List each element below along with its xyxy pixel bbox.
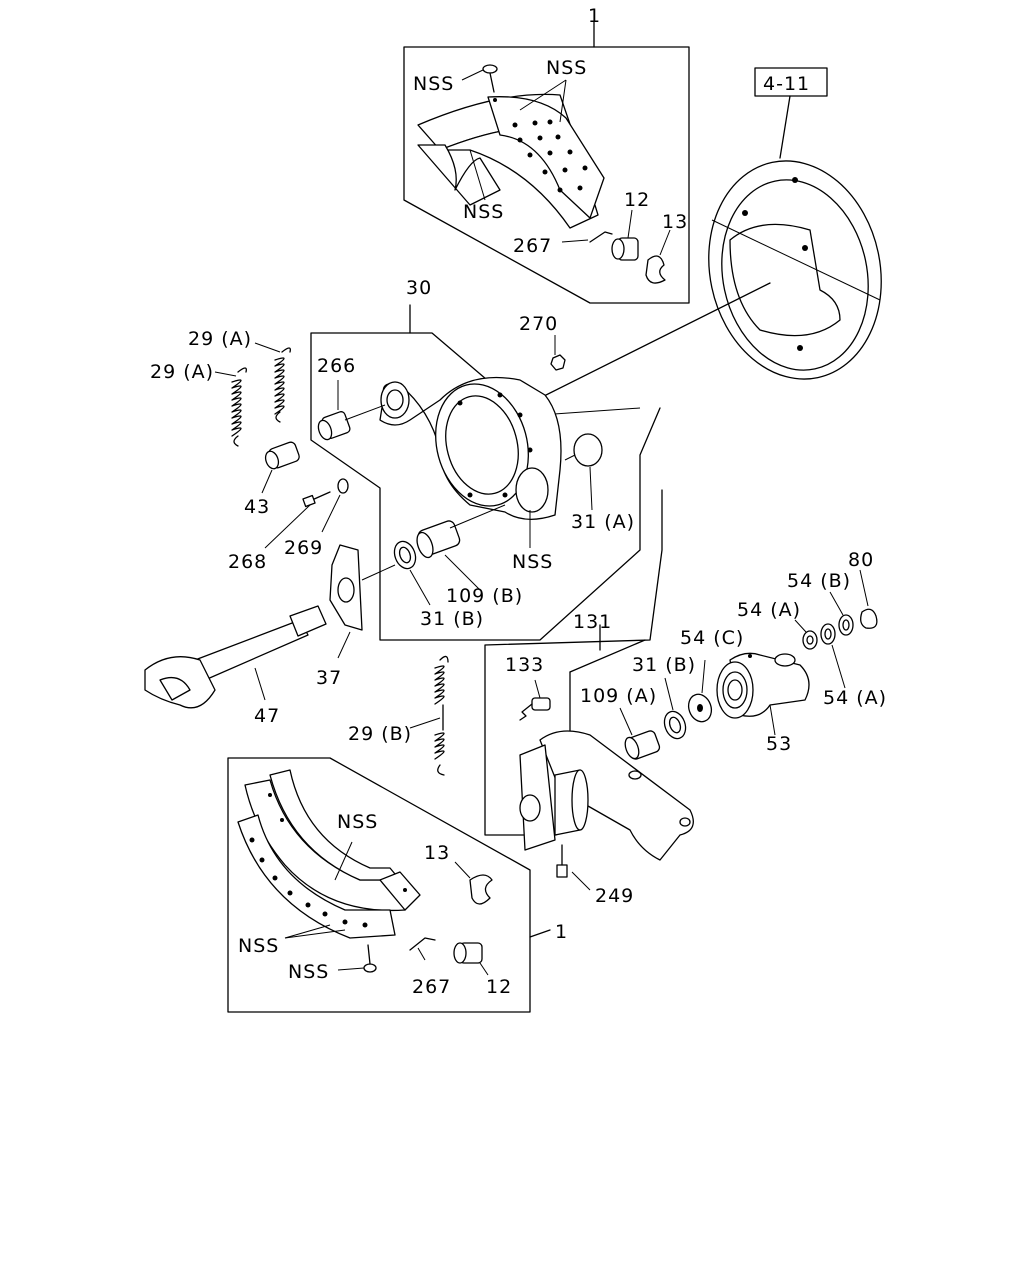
label-109a: 109 (A) (580, 685, 657, 707)
return-spring-29b (434, 655, 449, 776)
plug-31a (573, 433, 603, 467)
top-roller-12 (611, 237, 639, 261)
label-54a-lower: 54 (A) (823, 687, 887, 709)
bottom-shoe-kit-group (227, 757, 551, 1013)
label-54c: 54 (C) (680, 627, 744, 649)
return-spring-29a-left (231, 367, 247, 447)
label-43: 43 (244, 496, 270, 518)
label-13-top: 13 (662, 211, 688, 233)
label-nss-shoe-top: NSS (463, 201, 504, 223)
top-pin-267 (589, 231, 613, 243)
washer-54a-lower (820, 623, 836, 645)
bottom-clip-13 (469, 874, 493, 905)
grease-fitting-249 (556, 844, 568, 878)
camshaft-47 (144, 605, 327, 709)
label-133: 133 (505, 654, 544, 676)
top-brake-shoe (417, 93, 605, 229)
label-268: 268 (228, 551, 267, 573)
reference-box-label: 4-11 (763, 73, 810, 95)
label-nss-spider: NSS (512, 551, 553, 573)
label-47: 47 (254, 705, 280, 727)
seal-31b-right (663, 710, 687, 740)
label-31a: 31 (A) (571, 511, 635, 533)
label-29b: 29 (B) (348, 723, 412, 745)
top-clip-13 (645, 255, 666, 284)
washer-54a-upper (802, 630, 818, 650)
bottom-lining-bolt (363, 944, 377, 973)
label-12-top: 12 (624, 189, 650, 211)
label-29a-lower: 29 (A) (150, 361, 214, 383)
ref-box-frame (754, 67, 828, 97)
top-shoe-kit-group (403, 21, 690, 304)
label-31b-right: 31 (B) (632, 654, 696, 676)
bushing-266 (317, 411, 351, 441)
bolt-133 (519, 697, 551, 721)
label-nss-bolt-bottom: NSS (288, 961, 329, 983)
label-nss-lining-bottom: NSS (337, 811, 378, 833)
label-37: 37 (316, 667, 342, 689)
label-109b: 109 (B) (446, 585, 523, 607)
label-1-bottom: 1 (555, 921, 568, 943)
plate-37 (329, 544, 363, 631)
mounting-bracket-131 (519, 730, 694, 861)
label-1-top: 1 (588, 5, 601, 27)
nut-270 (550, 354, 566, 371)
bottom-brake-shoe (237, 769, 421, 939)
label-31b-left: 31 (B) (420, 608, 484, 630)
return-spring-29a-right (274, 347, 291, 423)
label-267-top: 267 (513, 235, 552, 257)
bushing-109b (416, 520, 461, 559)
label-nss-lining-top: NSS (546, 57, 587, 79)
brake-spider (379, 376, 562, 520)
bottom-pin-267 (409, 937, 436, 951)
bolt-268 (302, 491, 331, 508)
label-266: 266 (317, 355, 356, 377)
bottom-roller-12 (453, 942, 483, 964)
label-29a-upper: 29 (A) (188, 328, 252, 350)
washer-269 (337, 478, 349, 494)
label-13-bottom: 13 (424, 842, 450, 864)
label-249: 249 (595, 885, 634, 907)
top-kit-frame (403, 46, 690, 304)
label-54a-upper: 54 (A) (737, 599, 801, 621)
top-lining-bolt (482, 64, 498, 93)
label-267-bottom: 267 (412, 976, 451, 998)
bushing-109a (624, 730, 661, 760)
seal-31b-left (393, 540, 417, 570)
label-53: 53 (766, 733, 792, 755)
label-30: 30 (406, 277, 432, 299)
bracket-group (484, 489, 713, 861)
label-54b: 54 (B) (787, 570, 851, 592)
bottom-kit-frame (227, 757, 531, 1013)
anchor-pin-43 (264, 441, 300, 470)
label-12-bottom: 12 (486, 976, 512, 998)
slack-adjuster-53 (716, 652, 810, 719)
label-270: 270 (519, 313, 558, 335)
label-131: 131 (573, 611, 612, 633)
spider-group (310, 304, 661, 641)
callout-labels: 1 NSS NSS NSS 12 13 267 4-11 30 270 266 … (150, 5, 887, 998)
label-nss-shoe-bottom: NSS (238, 935, 279, 957)
label-nss-bolt-top: NSS (413, 73, 454, 95)
label-80: 80 (848, 549, 874, 571)
washer-54b (838, 614, 854, 636)
label-269: 269 (284, 537, 323, 559)
dust-shield (708, 67, 882, 380)
snap-ring-80 (860, 608, 878, 629)
shield-leader (519, 282, 771, 409)
